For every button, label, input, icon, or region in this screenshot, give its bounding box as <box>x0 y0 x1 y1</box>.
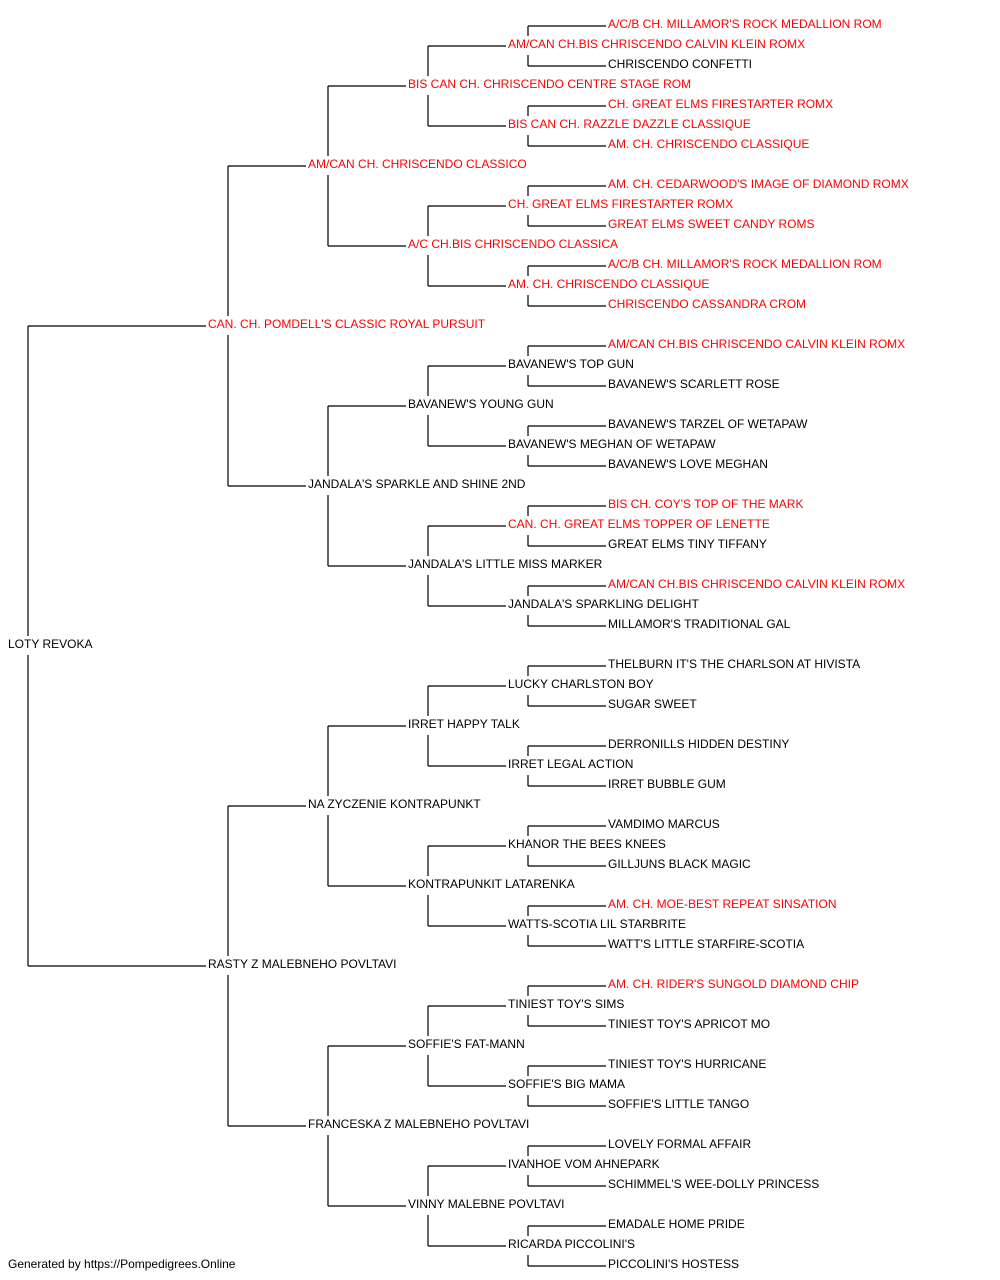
pedigree-name-dam-sire-dam[interactable]: KONTRAPUNKIT LATARENKA <box>408 877 575 891</box>
pedigree-name-dam-dam-dam-sire-sire[interactable]: LOVELY FORMAL AFFAIR <box>608 1137 752 1151</box>
pedigree-name-dam-dam-dam-dam-sire[interactable]: EMADALE HOME PRIDE <box>608 1217 745 1231</box>
pedigree-name-dam-sire-sire-sire[interactable]: LUCKY CHARLSTON BOY <box>508 677 654 691</box>
pedigree-name-dam-sire-sire-dam-dam[interactable]: IRRET BUBBLE GUM <box>608 777 726 791</box>
pedigree-name-sire-dam-dam-dam-sire[interactable]: AM/CAN CH.BIS CHRISCENDO CALVIN KLEIN RO… <box>608 577 906 591</box>
pedigree-name-dam-dam-dam-sire[interactable]: IVANHOE VOM AHNEPARK <box>508 1157 660 1171</box>
pedigree-name-sire-dam-dam-dam-dam[interactable]: MILLAMOR'S TRADITIONAL GAL <box>608 617 791 631</box>
pedigree-name-sire-sire-dam-dam[interactable]: AM. CH. CHRISCENDO CLASSIQUE <box>508 277 710 291</box>
pedigree-name-dam-dam-dam-dam-dam[interactable]: PICCOLINI'S HOSTESS <box>608 1257 739 1271</box>
pedigree-name-dam-dam-sire[interactable]: SOFFIE'S FAT-MANN <box>408 1037 525 1051</box>
pedigree-name-dam-sire-sire-sire-dam[interactable]: SUGAR SWEET <box>608 697 697 711</box>
pedigree-name-dam-sire-sire[interactable]: IRRET HAPPY TALK <box>408 717 520 731</box>
pedigree-name-sire-sire-dam-sire[interactable]: CH. GREAT ELMS FIRESTARTER ROMX <box>508 197 734 211</box>
pedigree-name-sire-dam-dam-sire-dam[interactable]: GREAT ELMS TINY TIFFANY <box>608 537 767 551</box>
pedigree-name-sire-dam-sire-sire[interactable]: BAVANEW'S TOP GUN <box>508 357 634 371</box>
pedigree-name-dam-dam-sire-sire-dam[interactable]: TINIEST TOY'S APRICOT MO <box>608 1017 771 1031</box>
pedigree-name-dam[interactable]: RASTY Z MALEBNEHO POVLTAVI <box>208 957 397 971</box>
pedigree-name-dam-dam-sire-dam[interactable]: SOFFIE'S BIG MAMA <box>508 1077 625 1091</box>
pedigree-name-dam-dam-dam[interactable]: VINNY MALEBNE POVLTAVI <box>408 1197 565 1211</box>
pedigree-name-dam-dam-dam-dam[interactable]: RICARDA PICCOLINI'S <box>508 1237 635 1251</box>
pedigree-name-sire-sire-sire-sire-sire[interactable]: A/C/B CH. MILLAMOR'S ROCK MEDALLION ROM <box>608 17 882 31</box>
pedigree-name-dam-sire-sire-dam[interactable]: IRRET LEGAL ACTION <box>508 757 634 771</box>
generated-by-footer: Generated by https://Pompedigrees.Online <box>8 1257 236 1271</box>
pedigree-name-sire-dam-dam[interactable]: JANDALA'S LITTLE MISS MARKER <box>408 557 603 571</box>
pedigree-name-dam-sire-dam-dam-sire[interactable]: AM. CH. MOE-BEST REPEAT SINSATION <box>608 897 837 911</box>
pedigree-name-sire-sire-sire-dam[interactable]: BIS CAN CH. RAZZLE DAZZLE CLASSIQUE <box>508 117 751 131</box>
pedigree-name-dam-sire-sire-sire-sire[interactable]: THELBURN IT'S THE CHARLSON AT HIVISTA <box>608 657 861 671</box>
pedigree-name-sire-sire-dam-dam-sire[interactable]: A/C/B CH. MILLAMOR'S ROCK MEDALLION ROM <box>608 257 882 271</box>
pedigree-name-sire-sire-sire-sire[interactable]: AM/CAN CH.BIS CHRISCENDO CALVIN KLEIN RO… <box>508 37 806 51</box>
pedigree-name-sire-sire-sire[interactable]: BIS CAN CH. CHRISCENDO CENTRE STAGE ROM <box>408 77 692 91</box>
pedigree-name-sire-sire-dam-sire-dam[interactable]: GREAT ELMS SWEET CANDY ROMS <box>608 217 815 231</box>
pedigree-name-sire-dam-sire[interactable]: BAVANEW'S YOUNG GUN <box>408 397 554 411</box>
pedigree-name-sire-dam-dam-sire-sire[interactable]: BIS CH. COY'S TOP OF THE MARK <box>608 497 804 511</box>
pedigree-name-dam-dam-sire-dam-dam[interactable]: SOFFIE'S LITTLE TANGO <box>608 1097 750 1111</box>
pedigree-name-subject[interactable]: LOTY REVOKA <box>8 637 93 651</box>
pedigree-name-dam-dam-sire-sire[interactable]: TINIEST TOY'S SIMS <box>508 997 625 1011</box>
pedigree-name-sire-sire-sire-dam-sire[interactable]: CH. GREAT ELMS FIRESTARTER ROMX <box>608 97 834 111</box>
pedigree-name-dam-sire-sire-dam-sire[interactable]: DERRONILLS HIDDEN DESTINY <box>608 737 790 751</box>
pedigree-name-sire-sire-sire-dam-dam[interactable]: AM. CH. CHRISCENDO CLASSIQUE <box>608 137 810 151</box>
pedigree-name-sire-sire-dam[interactable]: A/C CH.BIS CHRISCENDO CLASSICA <box>408 237 619 251</box>
pedigree-name-sire-dam-sire-sire-dam[interactable]: BAVANEW'S SCARLETT ROSE <box>608 377 780 391</box>
pedigree-name-dam-dam-sire-sire-sire[interactable]: AM. CH. RIDER'S SUNGOLD DIAMOND CHIP <box>608 977 859 991</box>
pedigree-name-sire-sire-dam-dam-dam[interactable]: CHRISCENDO CASSANDRA CROM <box>608 297 807 311</box>
pedigree-name-dam-dam-sire-dam-sire[interactable]: TINIEST TOY'S HURRICANE <box>608 1057 767 1071</box>
pedigree-name-sire-dam-sire-dam-dam[interactable]: BAVANEW'S LOVE MEGHAN <box>608 457 768 471</box>
pedigree-name-sire[interactable]: CAN. CH. POMDELL'S CLASSIC ROYAL PURSUIT <box>208 317 486 331</box>
pedigree-name-sire-dam-sire-sire-sire[interactable]: AM/CAN CH.BIS CHRISCENDO CALVIN KLEIN RO… <box>608 337 906 351</box>
pedigree-name-sire-dam-dam-dam[interactable]: JANDALA'S SPARKLING DELIGHT <box>508 597 699 611</box>
pedigree-name-dam-sire-dam-sire-sire[interactable]: VAMDIMO MARCUS <box>608 817 720 831</box>
pedigree-name-dam-sire-dam-dam[interactable]: WATTS-SCOTIA LIL STARBRITE <box>508 917 687 931</box>
pedigree-name-dam-dam[interactable]: FRANCESKA Z MALEBNEHO POVLTAVI <box>308 1117 530 1131</box>
pedigree-name-dam-sire[interactable]: NA ZYCZENIE KONTRAPUNKT <box>308 797 481 811</box>
pedigree-name-dam-sire-dam-dam-dam[interactable]: WATT'S LITTLE STARFIRE-SCOTIA <box>608 937 805 951</box>
pedigree-name-dam-dam-dam-sire-dam[interactable]: SCHIMMEL'S WEE-DOLLY PRINCESS <box>608 1177 820 1191</box>
pedigree-name-sire-dam-sire-dam-sire[interactable]: BAVANEW'S TARZEL OF WETAPAW <box>608 417 808 431</box>
pedigree-name-sire-sire-sire-sire-dam[interactable]: CHRISCENDO CONFETTI <box>608 57 752 71</box>
pedigree-name-sire-dam-dam-sire[interactable]: CAN. CH. GREAT ELMS TOPPER OF LENETTE <box>508 517 770 531</box>
pedigree-name-dam-sire-dam-sire[interactable]: KHANOR THE BEES KNEES <box>508 837 666 851</box>
pedigree-name-dam-sire-dam-sire-dam[interactable]: GILLJUNS BLACK MAGIC <box>608 857 751 871</box>
pedigree-name-sire-dam[interactable]: JANDALA'S SPARKLE AND SHINE 2ND <box>308 477 526 491</box>
pedigree-name-sire-dam-sire-dam[interactable]: BAVANEW'S MEGHAN OF WETAPAW <box>508 437 716 451</box>
pedigree-name-sire-sire[interactable]: AM/CAN CH. CHRISCENDO CLASSICO <box>308 157 527 171</box>
pedigree-name-sire-sire-dam-sire-sire[interactable]: AM. CH. CEDARWOOD'S IMAGE OF DIAMOND ROM… <box>608 177 909 191</box>
